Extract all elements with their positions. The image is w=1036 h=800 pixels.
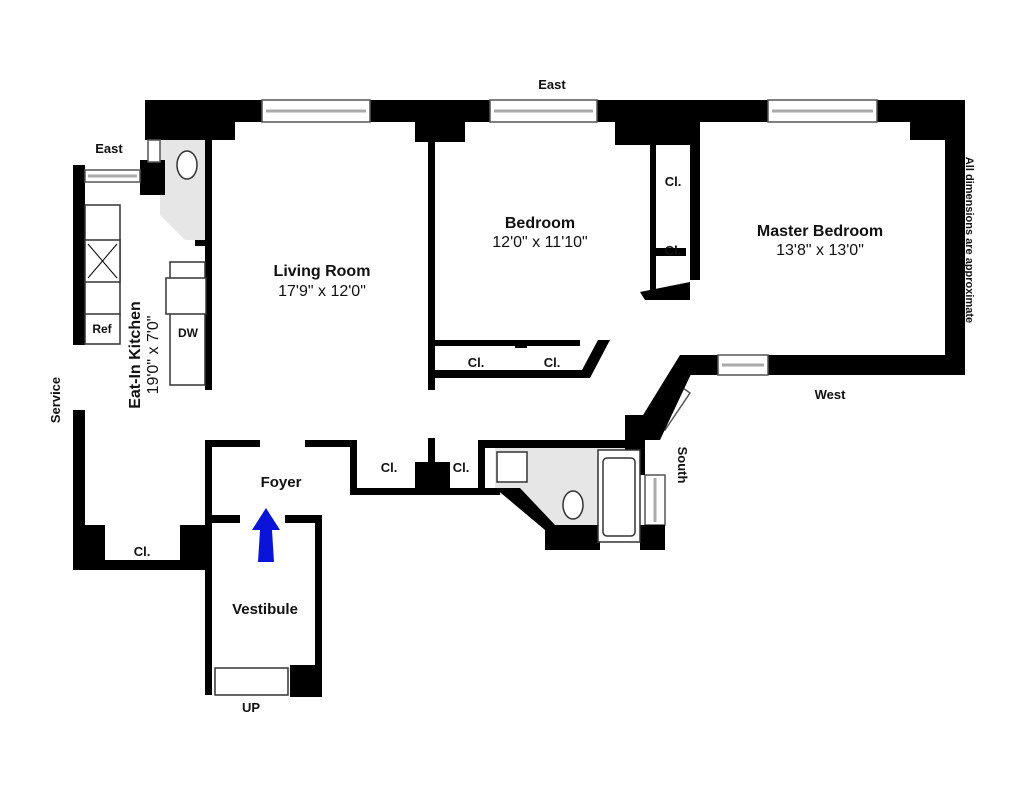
dimensions-note: All dimensions are approximate (963, 157, 975, 323)
kitchen-sink-icon (165, 277, 207, 315)
toilet-icon (562, 490, 584, 520)
living-room-size: 17'9" x 12'0" (278, 283, 366, 300)
fixtures (84, 150, 641, 696)
entry-arrow-icon (252, 508, 280, 562)
exterior-walls (73, 100, 965, 570)
stairs (214, 667, 289, 696)
bedroom-size: 12'0" x 11'10" (492, 234, 587, 251)
closet-label: Cl. (665, 243, 682, 258)
stairs-up-label: UP (242, 700, 260, 715)
living-room-label: Living Room (274, 263, 371, 280)
dishwasher-label: DW (178, 326, 199, 340)
closet-label: Cl. (468, 355, 485, 370)
closet-label: Cl. (381, 460, 398, 475)
closet-label: Cl. (134, 544, 151, 559)
kitchen-size: 19'0" x 7'0" (145, 316, 162, 395)
toilet-icon (176, 150, 198, 180)
foyer-label: Foyer (261, 474, 302, 491)
compass-service: Service (48, 377, 63, 423)
closet-label: Cl. (544, 355, 561, 370)
compass-south: South (675, 447, 690, 484)
sink-icon (496, 451, 528, 483)
vestibule-label: Vestibule (232, 601, 298, 618)
closet-label: Cl. (665, 174, 682, 189)
master-bedroom-label: Master Bedroom (757, 223, 883, 240)
closet-label: Cl. (453, 460, 470, 475)
refrigerator (84, 313, 121, 345)
refrigerator-label: Ref (92, 322, 112, 336)
master-bedroom-size: 13'8" x 13'0" (776, 242, 864, 259)
compass-east-kitchen: East (95, 141, 123, 156)
compass-west: West (815, 387, 846, 402)
compass-east-top: East (538, 77, 566, 92)
kitchen-label: Eat-In Kitchen (127, 301, 144, 409)
bedroom-label: Bedroom (505, 215, 575, 232)
